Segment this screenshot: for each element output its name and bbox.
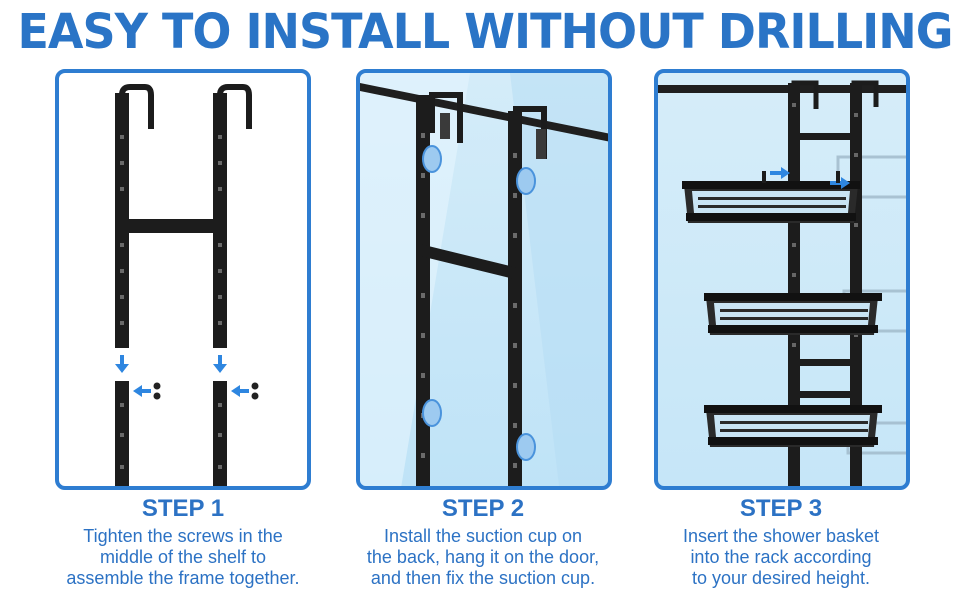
step-3-line-3: to your desired height. xyxy=(691,568,871,588)
step-3-line-1: Insert the shower basket xyxy=(682,526,880,546)
basket-bottom xyxy=(704,405,882,447)
basket-middle xyxy=(704,293,882,335)
step-2-illustration xyxy=(356,69,612,490)
step-1-line-1: Tighten the screws in the xyxy=(83,526,283,546)
step-3-title: STEP 3 xyxy=(739,495,823,522)
step-1-title: STEP 1 xyxy=(141,495,225,522)
headline: EASY TO INSTALL WITHOUT DRILLING xyxy=(17,2,953,60)
step-2-line-2: the back, hang it on the door, xyxy=(366,547,600,567)
step-1-line-2: middle of the shelf to xyxy=(99,547,267,567)
step-1-description: Tighten the screws in the middle of the … xyxy=(33,526,333,589)
step-3-description: Insert the shower basket into the rack a… xyxy=(631,526,931,589)
step-3-illustration xyxy=(654,69,910,490)
step-2-line-3: and then fix the suction cup. xyxy=(370,568,596,588)
step-2-line-1: Install the suction cup on xyxy=(383,526,583,546)
step-2-title: STEP 2 xyxy=(441,495,525,522)
step-1-line-3: assemble the frame together. xyxy=(66,568,300,588)
step-1-illustration xyxy=(55,69,311,490)
basket-top xyxy=(682,181,860,223)
step-3-line-2: into the rack according xyxy=(690,547,872,567)
step-2-description: Install the suction cup on the back, han… xyxy=(333,526,633,589)
